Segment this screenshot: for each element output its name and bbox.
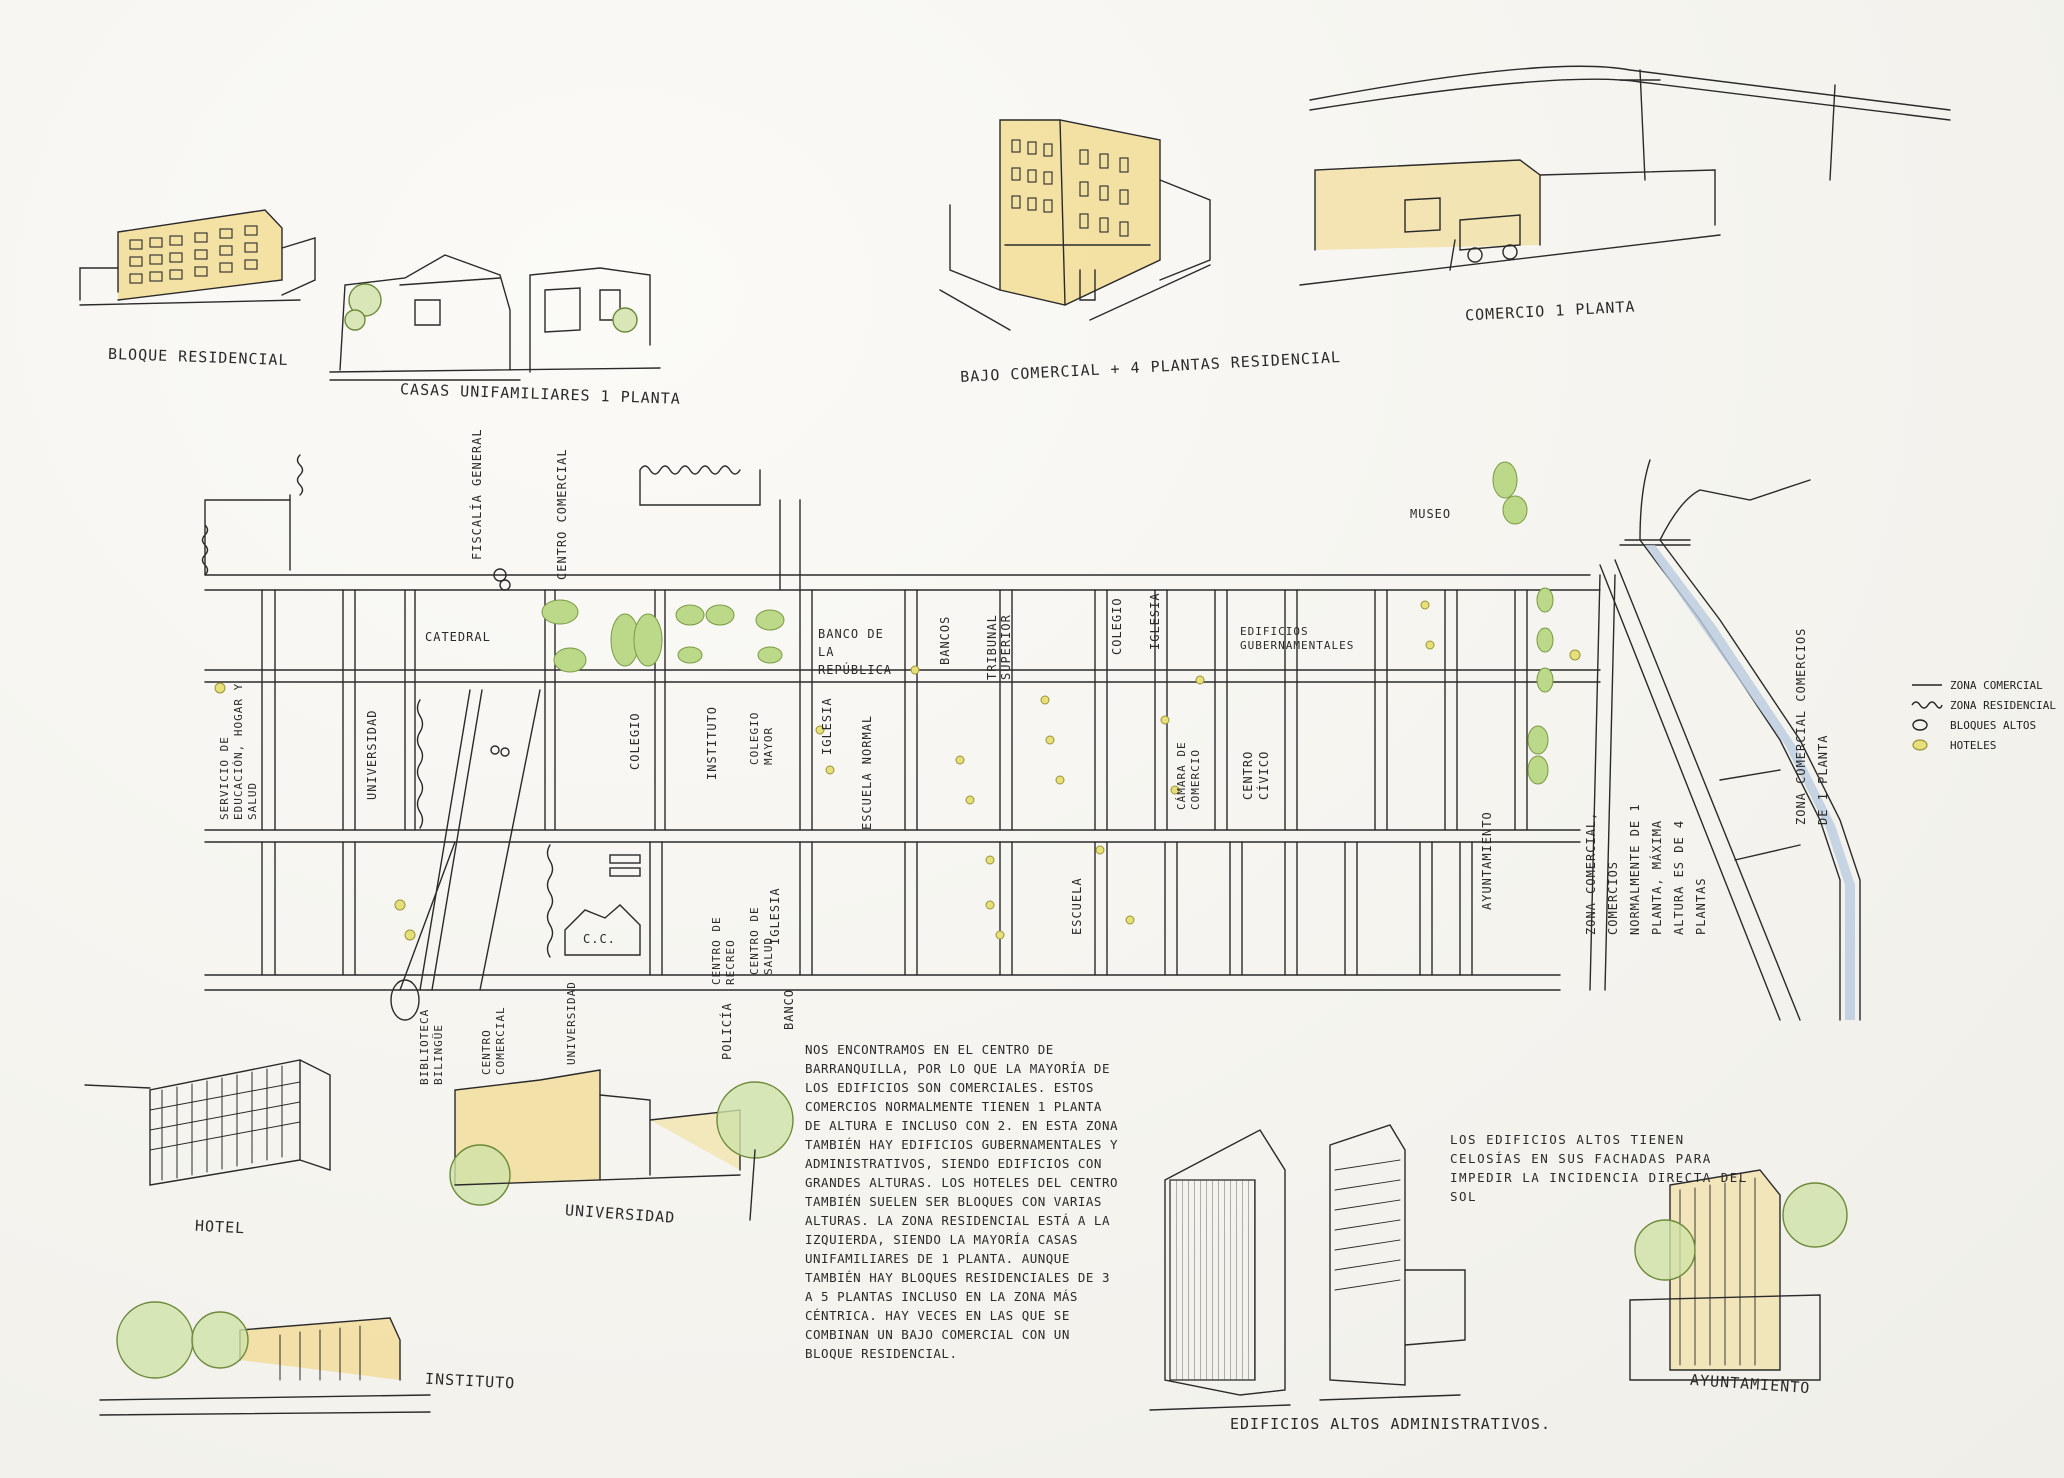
label-policia: Policía — [720, 1002, 734, 1060]
map-trees — [541, 461, 1554, 785]
label-colegio-mid: Colegio — [628, 712, 642, 770]
sketch-bloque-residencial — [79, 209, 316, 306]
caption-edificios-altos: Edificios altos administrativos. — [1230, 1415, 1551, 1433]
label-cc: C.C. — [583, 932, 616, 946]
legend-label: Bloques altos — [1950, 718, 2037, 732]
legend-item-zona-comercial: Zona comercial — [1910, 675, 2056, 695]
label-camara-comercio: Cámara de comercio — [1175, 741, 1202, 810]
label-escuela-normal: Escuela normal — [860, 714, 874, 830]
line-icon — [1912, 684, 1942, 686]
sketch-comercio-1-planta — [1299, 65, 1951, 286]
label-servicio-salud: Servicio de educación, hogar y salud — [218, 682, 259, 820]
label-biblioteca: Biblioteca bilingüe — [418, 1008, 445, 1085]
legend-label: Zona residencial — [1950, 698, 2056, 712]
sketch-hotel — [84, 1059, 331, 1186]
label-ayuntamiento-map: Ayuntamiento — [1480, 811, 1494, 910]
label-universidad-low: Universidad — [565, 981, 578, 1065]
label-banco-republica: Banco de la República — [818, 627, 893, 677]
label-colegio-mayor: Colegio mayor — [748, 711, 775, 765]
label-universidad-map: Universidad — [365, 709, 379, 800]
label-edificios-gub: Edificios gubernamentales — [1240, 625, 1355, 652]
label-banco-low: Banco — [782, 988, 796, 1030]
legend-item-hoteles: Hoteles — [1910, 735, 2056, 755]
label-centro-recreo: Centro de recreo — [710, 916, 737, 985]
map — [201, 454, 1861, 1021]
legend-item-zona-residencial: Zona residencial — [1910, 695, 2056, 715]
map-hotels — [214, 600, 1581, 941]
label-iglesia-mid: Iglesia — [820, 697, 834, 755]
yellow-circle-icon — [1912, 739, 1928, 751]
label-bancos: Bancos — [938, 615, 952, 665]
sketch-ayuntamiento — [1629, 1169, 1848, 1381]
label-zona-comercial-right: Zona comercial comercios de 1 planta — [1794, 627, 1830, 825]
sketch-casas-unifamiliares — [329, 254, 661, 381]
label-fiscalia: Fiscalía General — [470, 428, 484, 560]
circle-icon — [1912, 719, 1928, 731]
caption-hotel: Hotel — [194, 1216, 246, 1238]
main-note: Nos encontramos en el centro de Barranqu… — [805, 1042, 1118, 1361]
legend-item-bloques-altos: Bloques altos — [1910, 715, 2056, 735]
legend-label: Zona comercial — [1950, 678, 2043, 692]
celosias-note: Los edificios altos tienen celosías en s… — [1450, 1132, 1748, 1204]
label-catedral: Catedral — [425, 630, 491, 644]
sketch-instituto — [99, 1301, 431, 1416]
label-tribunal: Tribunal superior — [985, 614, 1013, 680]
label-zona-comercial-note: Zona comercial, comercios normalmente de… — [1584, 803, 1708, 935]
map-legend: Zona comercial Zona residencial Bloques … — [1910, 675, 2056, 755]
label-museo: Museo — [1410, 507, 1452, 521]
label-centro-civico: Centro cívico — [1241, 750, 1271, 800]
sketch-universidad — [449, 1069, 794, 1221]
label-centro-comercial-top: Centro comercial — [555, 448, 569, 580]
label-colegio-top: Colegio — [1110, 597, 1124, 655]
label-iglesia-low: Iglesia — [768, 887, 782, 945]
wave-icon — [1911, 701, 1943, 709]
sketch-edificios-altos — [1149, 1124, 1466, 1411]
label-iglesia-top: Iglesia — [1148, 592, 1162, 650]
label-escuela: Escuela — [1070, 877, 1084, 935]
label-instituto-map: Instituto — [705, 705, 719, 780]
sketch-bajo-comercial — [939, 119, 1211, 331]
label-centro-comercial-low: Centro comercial — [480, 1006, 507, 1075]
legend-label: Hoteles — [1950, 738, 1997, 752]
